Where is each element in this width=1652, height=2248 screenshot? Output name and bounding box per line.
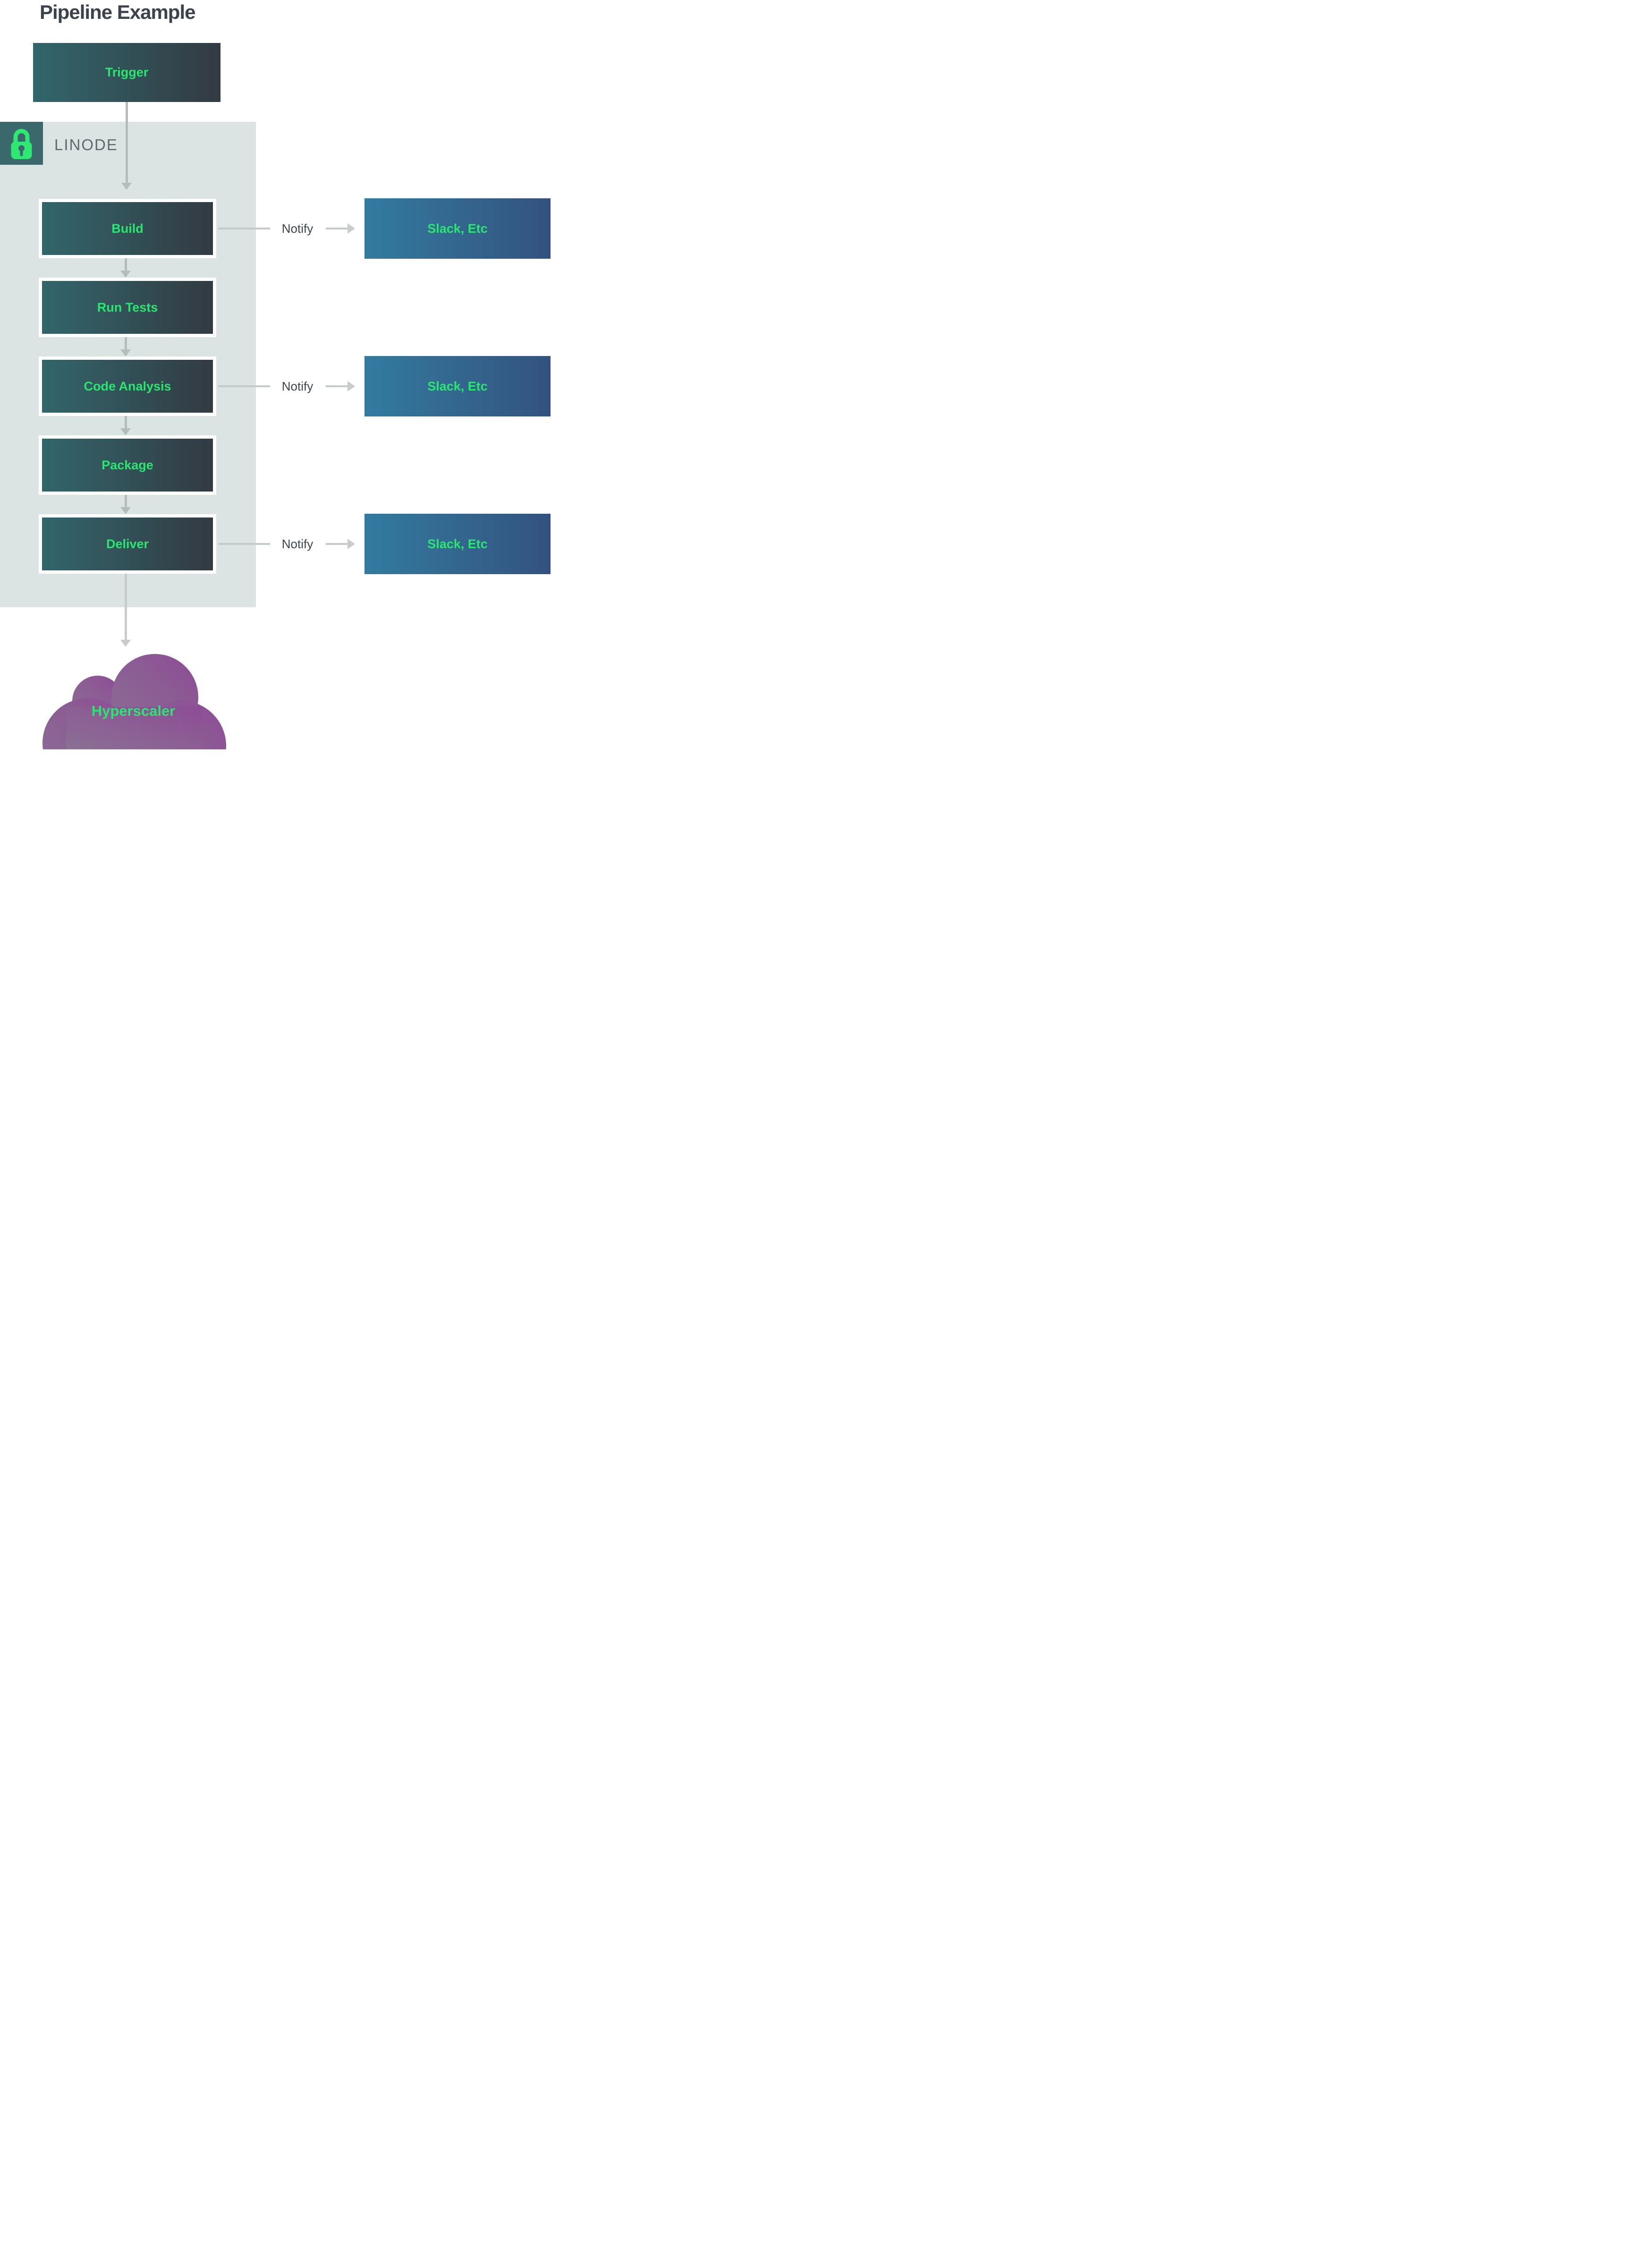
arrow-deliver-to-hyperscaler <box>125 574 127 640</box>
notify-arrow-build <box>326 228 347 229</box>
slack-node-deliver: Slack, Etc <box>364 514 551 574</box>
notify-line-deliver <box>218 543 270 545</box>
linode-container-label: LINODE <box>54 136 118 153</box>
step-label: Build <box>111 221 144 236</box>
slack-label: Slack, Etc <box>427 221 488 236</box>
notify-arrow-deliver <box>326 543 347 545</box>
lock-icon <box>11 129 32 159</box>
notify-label-code-analysis: Notify <box>281 379 313 393</box>
arrow-package-to-deliver <box>125 495 127 507</box>
arrow-trigger-to-build <box>126 102 128 183</box>
notify-label-build: Notify <box>281 221 313 236</box>
notify-line-code-analysis <box>218 385 270 387</box>
trigger-label: Trigger <box>105 65 149 79</box>
step-node-build: Build <box>39 199 216 258</box>
arrowhead-down-icon <box>121 183 132 190</box>
slack-node-build: Slack, Etc <box>364 198 551 259</box>
notify-line-build <box>218 228 270 229</box>
step-node-deliver: Deliver <box>39 514 216 574</box>
step-node-package: Package <box>39 435 216 495</box>
arrowhead-right-icon <box>347 223 355 234</box>
step-label: Run Tests <box>97 300 158 314</box>
step-node-code-analysis: Code Analysis <box>39 356 216 416</box>
step-label: Package <box>102 458 153 472</box>
arrow-code-analysis-to-package <box>125 416 127 428</box>
arrowhead-down-icon <box>120 428 131 435</box>
arrowhead-right-icon <box>347 539 355 549</box>
arrowhead-down-icon <box>120 271 131 278</box>
page-title: Pipeline Example <box>40 1 195 23</box>
arrow-run-tests-to-code-analysis <box>125 337 127 349</box>
slack-label: Slack, Etc <box>427 379 488 393</box>
slack-node-code-analysis: Slack, Etc <box>364 356 551 416</box>
lock-badge <box>0 122 43 165</box>
arrow-build-to-run-tests <box>125 258 127 271</box>
hyperscaler-label: Hyperscaler <box>91 703 176 719</box>
step-label: Code Analysis <box>84 379 171 393</box>
pipeline-diagram: Pipeline Example LINODE Build Run Tests … <box>0 0 551 749</box>
notify-label-deliver: Notify <box>281 537 313 551</box>
arrowhead-down-icon <box>120 349 131 356</box>
slack-label: Slack, Etc <box>427 536 488 551</box>
notify-arrow-code-analysis <box>326 385 347 387</box>
linode-container: LINODE Build Run Tests Code Analysis Pac… <box>0 122 256 607</box>
arrowhead-right-icon <box>347 381 355 391</box>
step-node-run-tests: Run Tests <box>39 278 216 337</box>
arrowhead-down-icon <box>120 640 131 647</box>
arrowhead-down-icon <box>120 507 131 514</box>
trigger-node: Trigger <box>33 43 220 102</box>
step-label: Deliver <box>106 536 149 551</box>
hyperscaler-cloud-icon <box>42 654 226 749</box>
